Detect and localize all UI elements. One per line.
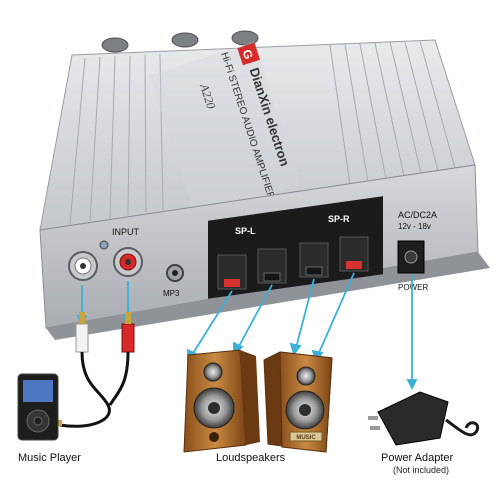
music-player-screen [23, 380, 53, 402]
loudspeaker-left [183, 349, 260, 453]
power-label: POWER [398, 283, 428, 292]
speaker-terminals: SP-L SP-R [208, 196, 383, 299]
music-player [17, 373, 59, 441]
dc-power-jack [397, 240, 425, 274]
speaker-badge: MUSIC [296, 435, 316, 441]
tweeter-left [203, 362, 223, 382]
amplifier: G DianXin electron Hi-Fi STEREO AUDIO AM… [39, 30, 490, 340]
loudspeakers-caption: Loudspeakers [216, 452, 286, 464]
power-adapter-caption: Power Adapter [381, 452, 454, 464]
voltage-label: 12v - 18v [398, 222, 431, 231]
heatsink-fins [69, 40, 456, 225]
ac-dc-label: AC/DC2A [398, 210, 437, 220]
not-included-caption: (Not included) [393, 465, 450, 475]
input-label: INPUT [112, 227, 140, 237]
tweeter-right [296, 366, 316, 386]
bass-knob [171, 32, 199, 48]
power-led [99, 240, 109, 250]
music-player-caption: Music Player [18, 452, 81, 464]
volume-knob [101, 37, 129, 53]
terminal-left-minus [257, 248, 287, 284]
logo-letter: G [240, 48, 256, 61]
sp-right-label: SP-R [328, 214, 350, 224]
sp-left-label: SP-L [235, 226, 256, 236]
mp3-label: MP3 [163, 289, 180, 298]
loudspeaker-right: MUSIC [263, 351, 333, 453]
treble-knob [231, 30, 259, 46]
brand-logo [237, 42, 261, 66]
power-adapter [368, 391, 480, 446]
